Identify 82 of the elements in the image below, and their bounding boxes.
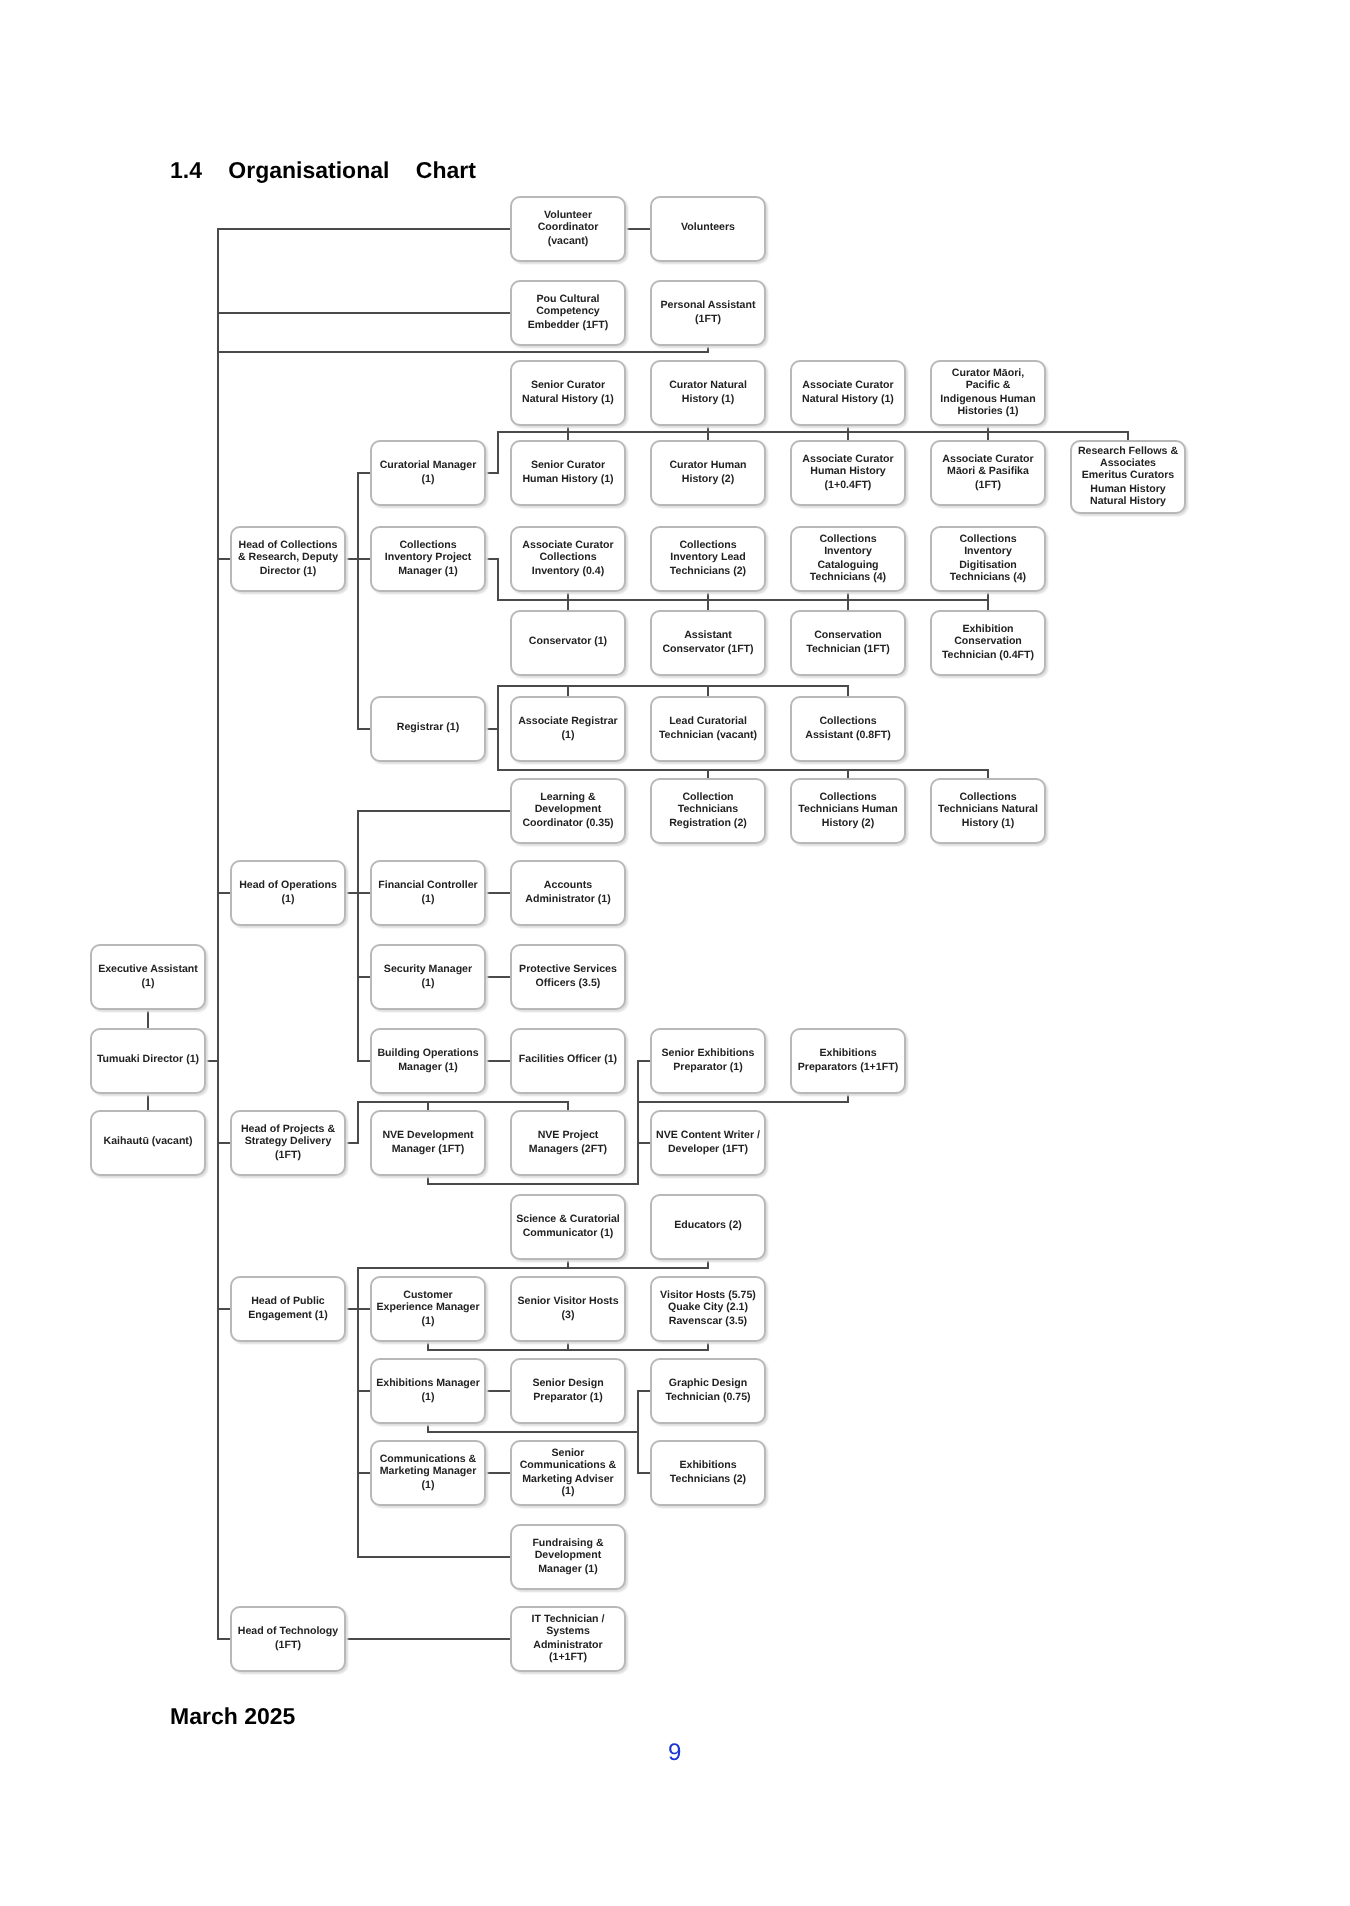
page-number: 9 [668, 1738, 682, 1766]
position-box [90, 1028, 206, 1094]
connector-line [427, 1423, 651, 1474]
position-box [510, 280, 626, 346]
position-box [370, 1110, 486, 1176]
connector-line [345, 558, 371, 730]
position-box [650, 696, 766, 762]
connector-line [427, 1142, 651, 1185]
position-box [370, 440, 486, 506]
connector-line [205, 1060, 231, 1640]
position-box [370, 696, 486, 762]
connector-line [427, 1341, 709, 1351]
position-box [510, 696, 626, 762]
position-box [790, 610, 906, 676]
position-box [650, 280, 766, 346]
position-box [930, 610, 1046, 676]
position-box [510, 610, 626, 676]
position-box [370, 860, 486, 926]
position-box [650, 1440, 766, 1506]
connector-line [345, 892, 371, 1062]
position-box [510, 860, 626, 926]
position-box [790, 440, 906, 506]
position-box [930, 778, 1046, 844]
position-box [650, 1358, 766, 1424]
position-box [510, 778, 626, 844]
chart-title: 1.4 Organisational Chart [170, 160, 476, 184]
connector-line [485, 892, 511, 894]
position-box [930, 440, 1046, 506]
position-box [510, 1358, 626, 1424]
position-box [510, 1194, 626, 1260]
position-box [230, 526, 346, 592]
position-box [510, 360, 626, 426]
position-box [230, 1606, 346, 1672]
date-footer: March 2025 [170, 1706, 296, 1730]
position-box [790, 1028, 906, 1094]
connector-line [485, 1060, 511, 1062]
connector-line [345, 1638, 511, 1640]
position-box [370, 1358, 486, 1424]
position-box [510, 526, 626, 592]
position-box [650, 778, 766, 844]
position-box [510, 1028, 626, 1094]
position-box [510, 1524, 626, 1590]
position-box [510, 196, 626, 262]
position-box [370, 1028, 486, 1094]
position-box [650, 610, 766, 676]
position-box [90, 1110, 206, 1176]
position-box [230, 1276, 346, 1342]
position-box [510, 440, 626, 506]
position-box [650, 196, 766, 262]
position-box [370, 1440, 486, 1506]
connector-line [485, 1472, 511, 1474]
connector-line [625, 228, 651, 230]
connector-line [485, 728, 989, 779]
position-box [790, 696, 906, 762]
connector-line [485, 976, 511, 978]
position-box [90, 944, 206, 1010]
position-box [650, 1110, 766, 1176]
connector-line [485, 558, 989, 611]
position-box [930, 526, 1046, 592]
position-box [370, 944, 486, 1010]
connector-line [345, 1101, 569, 1144]
position-box [650, 440, 766, 506]
position-box [510, 1606, 626, 1672]
connector-line [485, 1390, 511, 1392]
connector-line [345, 1308, 511, 1558]
position-box [510, 1110, 626, 1176]
position-box [650, 360, 766, 426]
position-box [510, 1276, 626, 1342]
position-box [650, 1276, 766, 1342]
position-box [370, 526, 486, 592]
connector-line [147, 1093, 149, 1111]
position-box [650, 526, 766, 592]
position-box [790, 526, 906, 592]
position-box [650, 1194, 766, 1260]
position-box [650, 1028, 766, 1094]
position-box [510, 944, 626, 1010]
position-box [790, 778, 906, 844]
position-box [370, 1276, 486, 1342]
position-box [790, 360, 906, 426]
connector-line [147, 1009, 149, 1029]
position-box [230, 860, 346, 926]
position-box [230, 1110, 346, 1176]
